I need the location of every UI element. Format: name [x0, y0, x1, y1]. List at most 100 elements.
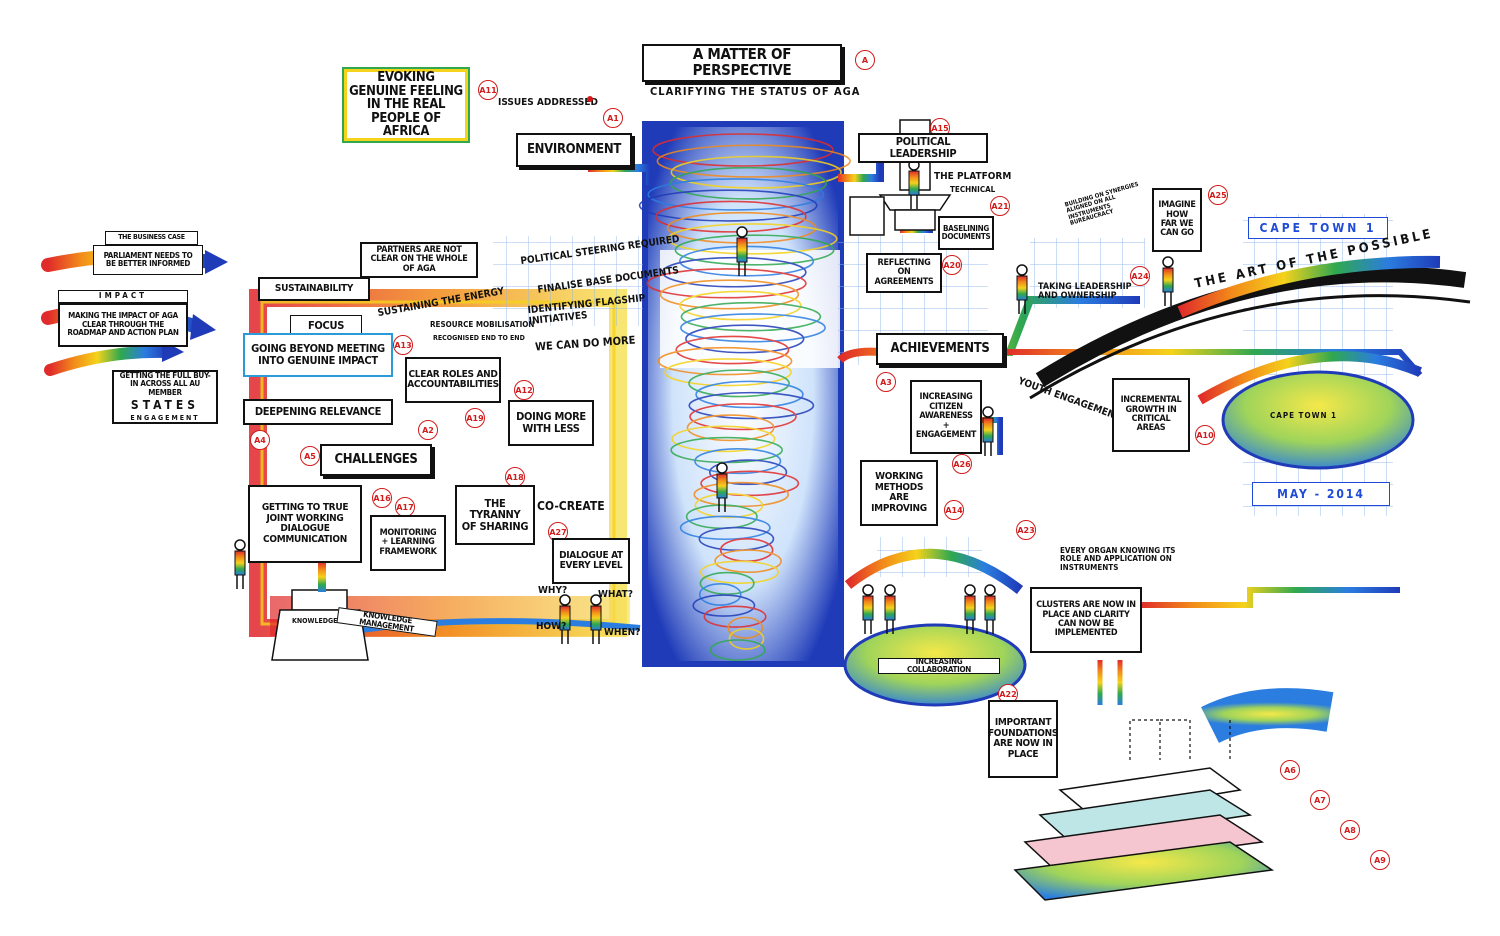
- tag-a5: A5: [300, 446, 320, 466]
- tag-a1: A1: [603, 108, 623, 128]
- business-case-header: THE BUSINESS CASE: [105, 231, 198, 245]
- person-figure: [736, 226, 748, 276]
- person-figure: [982, 406, 994, 456]
- tag-a11: A11: [478, 80, 498, 100]
- states-text: STATES: [130, 398, 200, 413]
- tornado-swirl: [694, 448, 782, 475]
- title-box: A MATTER of PERSPECTIVE: [642, 44, 842, 82]
- person-figure: [716, 462, 728, 512]
- scaffold-sketch: [1129, 719, 1231, 760]
- globes: [843, 370, 1415, 744]
- tag-a: A: [855, 50, 875, 70]
- platform-label: THE PLATFORM: [934, 171, 1012, 182]
- how-label: HOW?: [536, 621, 567, 632]
- tag-a3: A3: [876, 372, 896, 392]
- tag-a6: A6: [1280, 760, 1300, 780]
- tag-a14: A14: [944, 500, 964, 520]
- tornado-swirl: [670, 155, 842, 189]
- working-methods-box: WORKING METHODS ARE IMPROVING: [860, 460, 938, 526]
- tag-a25: A25: [1208, 185, 1228, 205]
- impact-box: MAKING THE IMPACT of AGA CLEAR THROUGH T…: [58, 303, 188, 347]
- tornado-swirl: [656, 144, 851, 178]
- tag-a19: A19: [465, 408, 485, 428]
- foundations-box: IMPORTANT FOUNDATIONS ARE NOW IN PLACE: [988, 700, 1058, 778]
- figures: [234, 159, 1174, 644]
- reflecting-box: REFLECTING ON AGREEMENTS: [866, 253, 942, 293]
- capetown-globe-label: CAPE TOWN 1: [1270, 411, 1338, 420]
- may-2014-box: MAY - 2014: [1252, 482, 1390, 506]
- tag-a20: A20: [942, 255, 962, 275]
- tag-a2: A2: [418, 420, 438, 440]
- tornado-swirl: [638, 189, 818, 222]
- title-sub: CLARIFYING THE STATUS of AGA: [650, 85, 861, 98]
- person-figure: [1016, 264, 1028, 314]
- tag-a7: A7: [1310, 790, 1330, 810]
- challenges-box: CHALLENGES: [320, 444, 432, 476]
- tornado-swirl: [699, 571, 755, 595]
- tornado-swirl: [727, 616, 764, 639]
- clear-roles-box: CLEAR ROLES AND ACCOUNTABILITIES: [405, 357, 501, 403]
- deepening-box: DEEPENING RELEVANCE: [243, 399, 393, 425]
- tornado-swirl: [700, 470, 800, 497]
- monitoring-box: MONITORING + LEARNING FRAMEWORK: [370, 515, 446, 571]
- art-of-possible-band: [1029, 255, 1471, 400]
- what-label: WHAT?: [598, 589, 633, 600]
- tag-a23: A23: [1016, 520, 1036, 540]
- tornado-swirl: [692, 594, 756, 617]
- tornado-swirl: [698, 582, 742, 606]
- tag-a24: A24: [1130, 266, 1150, 286]
- environment-box: ENVIRONMENT: [516, 133, 632, 167]
- tornado-swirl: [688, 391, 815, 420]
- baselining-box: BASELINING DOCUMENTS: [938, 216, 994, 250]
- tornado-swirl: [680, 313, 826, 343]
- doing-more-box: DOING MORE WITH LESS: [508, 400, 594, 446]
- tornado-swirl: [689, 403, 797, 431]
- tag-a12: A12: [514, 380, 534, 400]
- person-figure: [559, 594, 571, 644]
- imagine-box: IMAGINE HOW FAR WE CAN GO: [1152, 188, 1202, 252]
- dialogue-box: DIALOGUE AT EVERY LEVEL: [552, 538, 630, 584]
- person-figure: [964, 584, 976, 634]
- tyranny-box: THE TYRANNY of SHARING: [455, 485, 535, 545]
- capetown-header: CAPE TOWN 1: [1248, 217, 1388, 239]
- tornado-swirl: [659, 279, 800, 310]
- partners-box: PARTNERS ARE NOT CLEAR ON THE WHOLE of A…: [360, 242, 478, 278]
- parliament-box: PARLIAMENT NEEDS TO BE BETTER INFORMED: [93, 245, 203, 275]
- political-leadership-box: POLITICAL LEADERSHIP: [858, 133, 988, 163]
- tornado-swirl: [709, 639, 766, 661]
- tornado-swirl: [661, 256, 807, 288]
- joint-working-box: GETTING TO TRUE JOINT WORKING DIALOGUE C…: [248, 485, 362, 563]
- person-figure: [234, 539, 246, 589]
- tornado-swirl: [699, 560, 779, 584]
- tornado-swirl: [686, 414, 775, 442]
- tornado-swirl: [703, 605, 767, 628]
- tornado-swirl: [708, 459, 788, 486]
- when-label: WHEN?: [604, 627, 641, 638]
- tornado-swirl: [714, 549, 782, 573]
- tag-a9: A9: [1370, 850, 1390, 870]
- knowledge-label: KNOWLEDGE: [292, 617, 338, 625]
- issues-label: ISSUES ADDRESSED: [498, 97, 599, 108]
- tag-a13: A13: [393, 335, 413, 355]
- recognised-label: RECOGNISED END TO END: [433, 334, 525, 342]
- technical-label: TECHNICAL: [950, 185, 996, 194]
- tag-a16: A16: [372, 488, 392, 508]
- tornado-swirl: [667, 223, 838, 255]
- resource-label: RESOURCE MOBILISATION: [430, 320, 535, 329]
- buy-in-text: GETTING THE FULL BUY-IN ACROSS ALL AU ME…: [119, 370, 211, 397]
- every-organ-label: EVERY ORGAN KNOWING ITS ROLE AND APPLICA…: [1060, 546, 1176, 572]
- tornado-swirl: [728, 627, 765, 650]
- dot: [587, 96, 593, 102]
- sustainability-box: SUSTAINABILITY: [258, 277, 370, 301]
- tornado-swirl: [669, 166, 828, 200]
- tornado-swirl: [679, 515, 771, 541]
- tornado-swirl: [694, 493, 764, 519]
- tornado-swirl: [664, 358, 792, 387]
- tag-a26: A26: [952, 454, 972, 474]
- tag-a10: A10: [1195, 425, 1215, 445]
- person-figure: [1162, 256, 1174, 306]
- cocreate-label: CO-CREATE: [537, 499, 605, 513]
- taking-label: TAKING LEADERSHIP AND OWNERSHIP: [1038, 282, 1132, 302]
- title-main: A MATTER of PERSPECTIVE: [692, 45, 792, 79]
